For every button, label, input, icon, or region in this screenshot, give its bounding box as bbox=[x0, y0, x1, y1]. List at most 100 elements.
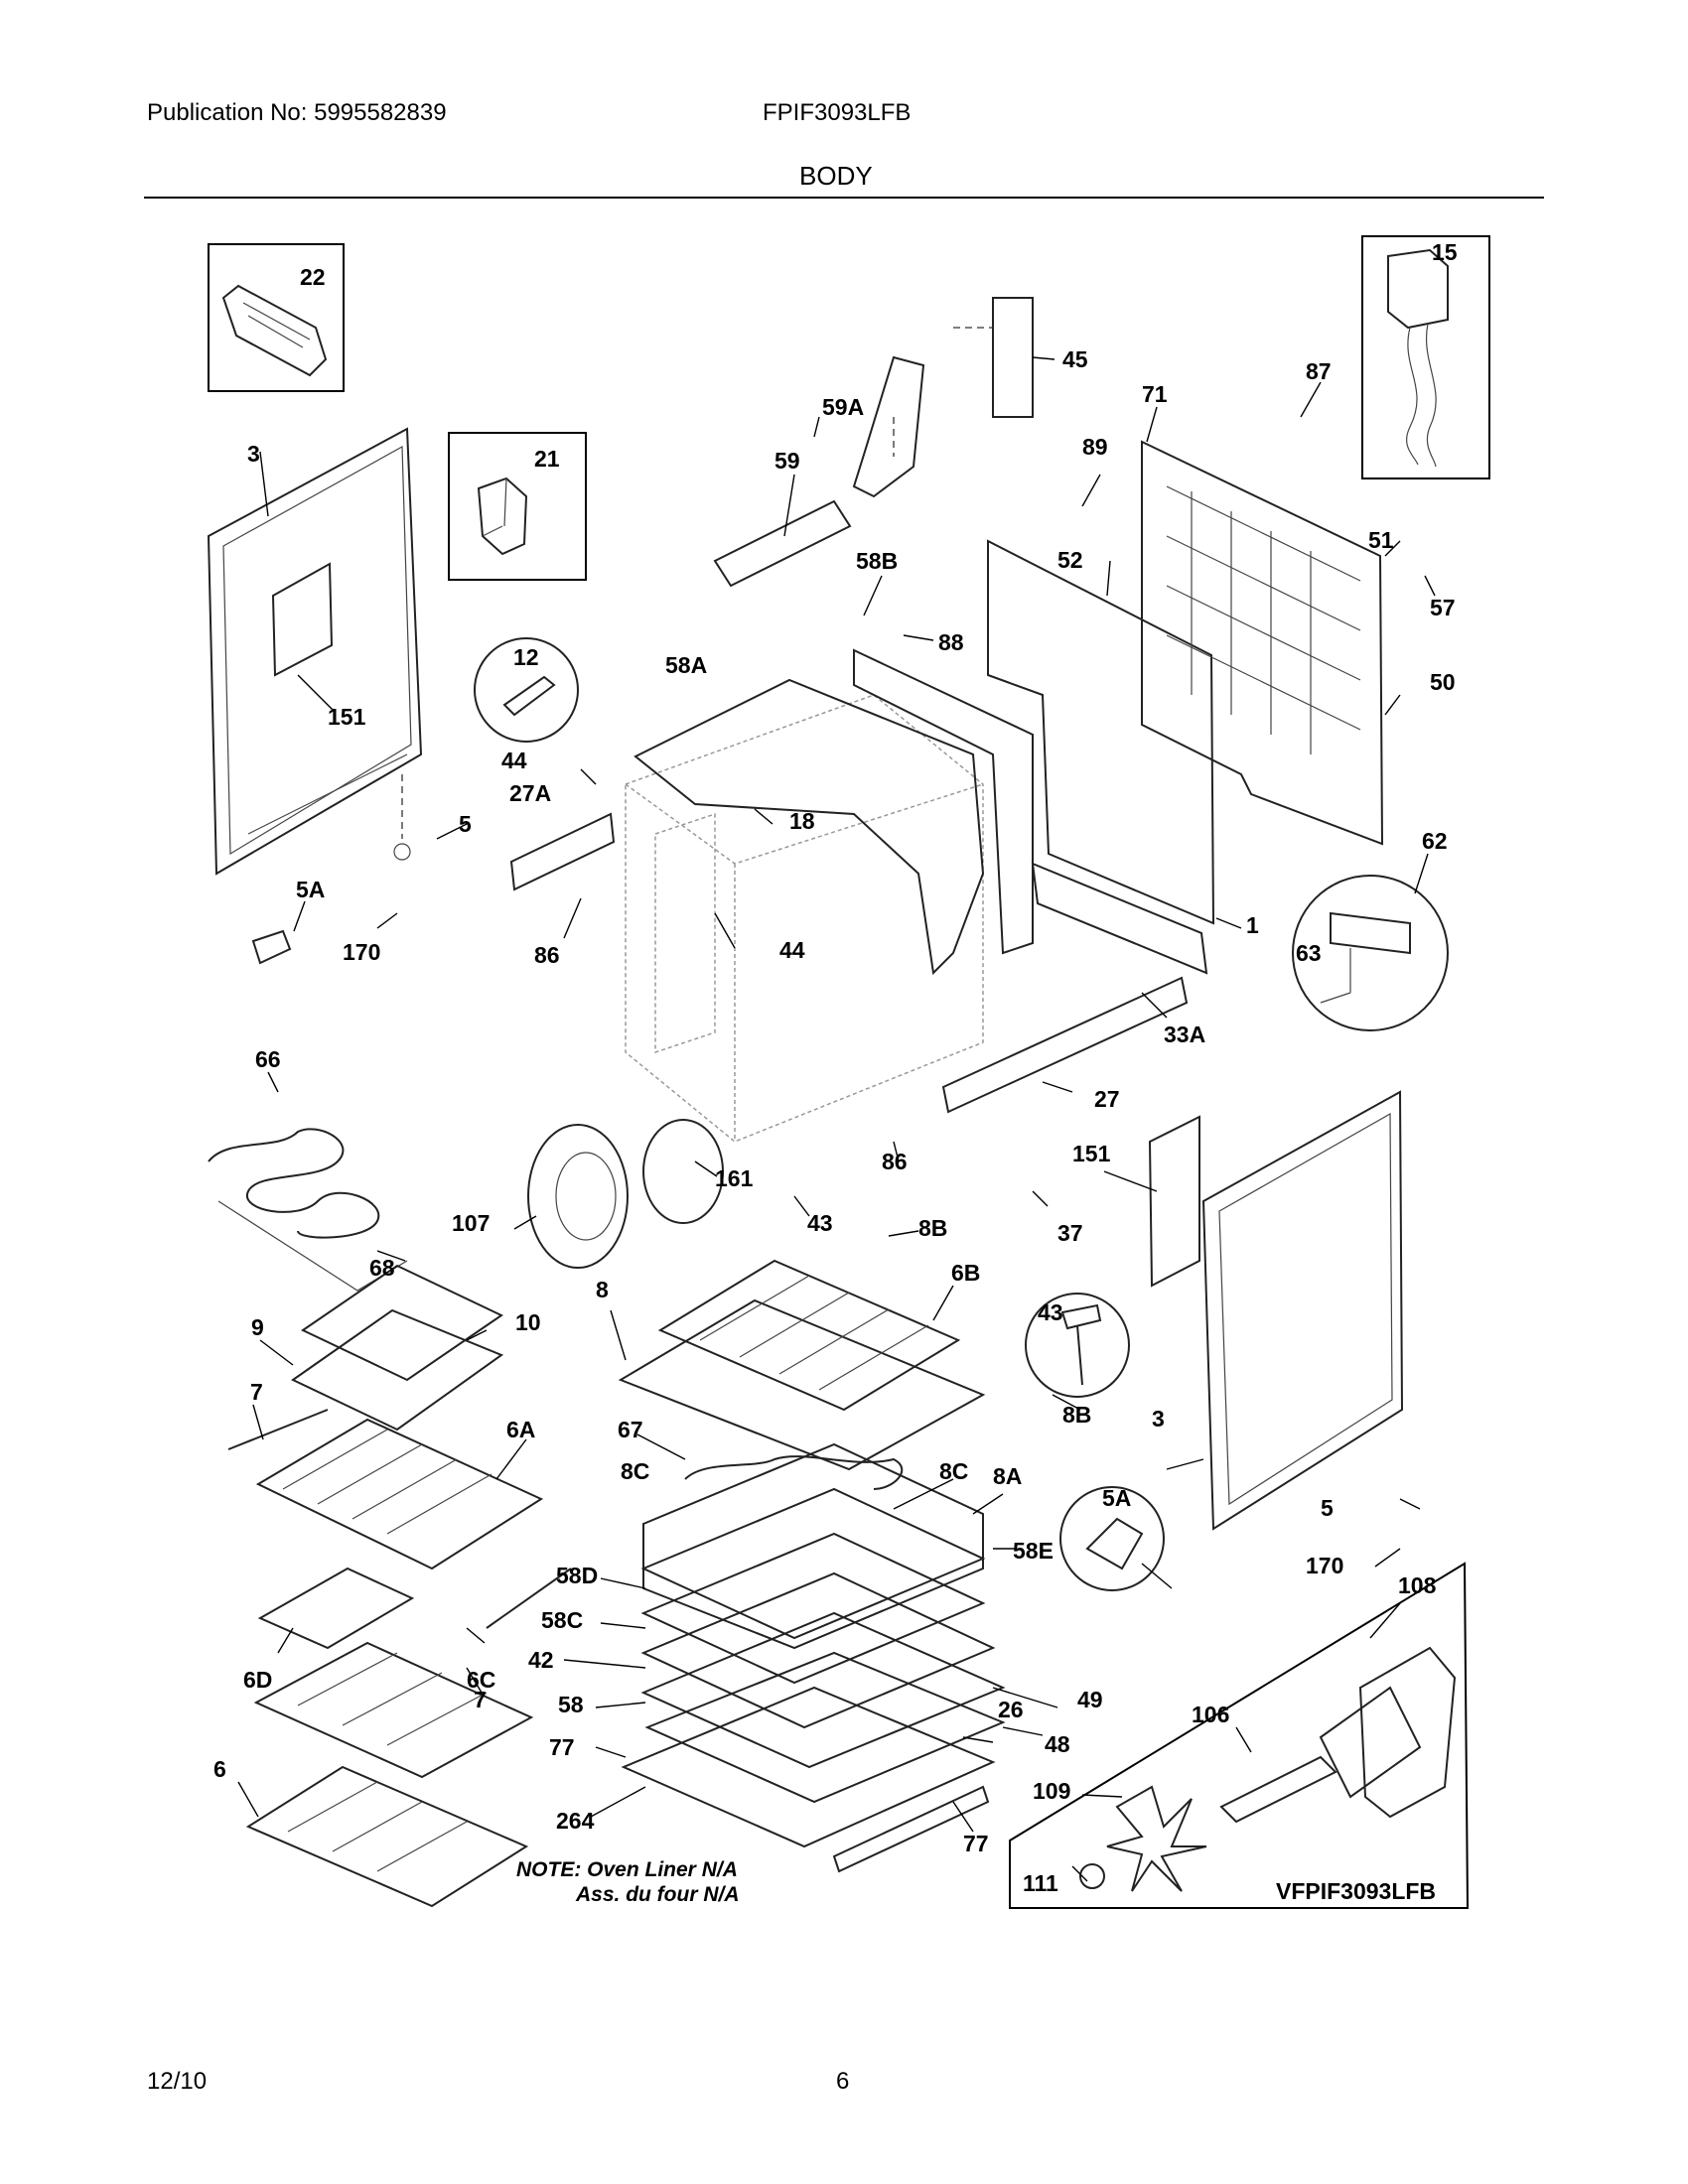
callout-8C-left: 8C bbox=[621, 1458, 649, 1484]
callout-151-right: 151 bbox=[1072, 1141, 1111, 1166]
callout-68: 68 bbox=[369, 1255, 395, 1281]
callout-59: 59 bbox=[774, 448, 800, 474]
inset-part-22 bbox=[208, 243, 345, 392]
callout-58C: 58C bbox=[541, 1607, 583, 1633]
callout-109: 109 bbox=[1033, 1778, 1070, 1804]
callout-62: 62 bbox=[1422, 828, 1448, 854]
callout-50: 50 bbox=[1430, 669, 1456, 695]
callout-45: 45 bbox=[1062, 346, 1088, 372]
callout-3-left: 3 bbox=[247, 441, 260, 467]
side-rails bbox=[509, 812, 1208, 1114]
broil-pan bbox=[291, 1264, 504, 1432]
callout-58E: 58E bbox=[1013, 1538, 1054, 1564]
publication-number: Publication No: 5995582839 bbox=[147, 99, 447, 126]
callout-5-left: 5 bbox=[459, 811, 472, 837]
callout-51: 51 bbox=[1368, 527, 1394, 553]
callout-58: 58 bbox=[558, 1692, 584, 1717]
callout-111: 111 bbox=[1023, 1870, 1058, 1896]
callout-8B-upper: 8B bbox=[918, 1215, 947, 1241]
callout-151-left: 151 bbox=[328, 704, 366, 730]
callout-10: 10 bbox=[515, 1309, 541, 1335]
callout-58D: 58D bbox=[556, 1563, 598, 1588]
note-line-1: NOTE: Oven Liner N/A bbox=[516, 1858, 738, 1881]
callout-87: 87 bbox=[1306, 358, 1332, 384]
callout-67: 67 bbox=[618, 1417, 643, 1442]
callout-33A: 33A bbox=[1164, 1022, 1205, 1047]
callout-161: 161 bbox=[715, 1165, 754, 1191]
model-number: FPIF3093LFB bbox=[763, 99, 912, 126]
callout-71: 71 bbox=[1142, 381, 1168, 407]
callout-5-right: 5 bbox=[1321, 1495, 1334, 1521]
callout-106: 106 bbox=[1192, 1702, 1229, 1727]
left-side-panel bbox=[207, 427, 423, 965]
callout-5A-left: 5A bbox=[296, 877, 325, 902]
header-rule bbox=[144, 197, 1544, 199]
callout-21: 21 bbox=[534, 446, 560, 472]
callout-59A: 59A bbox=[822, 394, 864, 420]
callout-107: 107 bbox=[452, 1210, 490, 1236]
callout-37: 37 bbox=[1057, 1220, 1083, 1246]
callout-labels: 22 21 15 3 151 5 5A 170 12 44 27A 86 58A… bbox=[213, 239, 1458, 1896]
callout-49: 49 bbox=[1077, 1687, 1103, 1712]
callout-22: 22 bbox=[300, 264, 326, 290]
callout-58A: 58A bbox=[665, 652, 707, 678]
callout-7-upper: 7 bbox=[250, 1379, 263, 1405]
callout-170-right: 170 bbox=[1306, 1553, 1343, 1578]
back-panels bbox=[987, 440, 1384, 925]
lower-drawer-stack bbox=[621, 1442, 1006, 1873]
callout-6C: 6C bbox=[467, 1667, 495, 1693]
inset-convection-fan bbox=[1009, 1562, 1470, 1909]
callout-15: 15 bbox=[1432, 239, 1458, 265]
inset-part-15 bbox=[1361, 235, 1490, 479]
callout-7-lower: 7 bbox=[474, 1687, 487, 1712]
inset-part-21 bbox=[448, 432, 587, 581]
callout-18: 18 bbox=[789, 808, 815, 834]
section-title: BODY bbox=[799, 161, 873, 191]
callout-6: 6 bbox=[213, 1756, 226, 1782]
oven-cavity-ghost bbox=[625, 694, 984, 1143]
footer-date: 12/10 bbox=[147, 2068, 208, 2095]
callout-170-left: 170 bbox=[343, 939, 380, 965]
callout-44-lower: 44 bbox=[779, 937, 805, 963]
callout-77-left: 77 bbox=[549, 1734, 575, 1760]
callout-44-upper: 44 bbox=[501, 748, 527, 773]
callout-8A: 8A bbox=[993, 1463, 1022, 1489]
callout-27: 27 bbox=[1094, 1086, 1120, 1112]
callout-1: 1 bbox=[1246, 912, 1259, 938]
callout-8C-right: 8C bbox=[939, 1458, 968, 1484]
callout-77-right: 77 bbox=[963, 1831, 989, 1856]
callout-43-small: 43 bbox=[807, 1210, 833, 1236]
callout-57: 57 bbox=[1430, 595, 1456, 620]
center-rack-tray bbox=[618, 1259, 986, 1471]
oven-racks-left bbox=[227, 1409, 572, 1908]
callout-264: 264 bbox=[556, 1808, 595, 1834]
inset-model-label: VFPIF3093LFB bbox=[1276, 1878, 1436, 1904]
callout-42: 42 bbox=[528, 1647, 554, 1673]
convection-parts bbox=[527, 1119, 724, 1269]
note-line-2: Ass. du four N/A bbox=[575, 1883, 740, 1906]
callout-8B-lower: 8B bbox=[1062, 1402, 1091, 1428]
callout-48: 48 bbox=[1045, 1731, 1070, 1757]
page-number: 6 bbox=[836, 2068, 850, 2095]
callout-58B: 58B bbox=[856, 548, 898, 574]
callout-66: 66 bbox=[255, 1046, 281, 1072]
insulation-blanket bbox=[633, 648, 1034, 976]
callout-3-right: 3 bbox=[1152, 1406, 1165, 1432]
right-side-panel bbox=[1148, 1090, 1404, 1531]
callout-9: 9 bbox=[251, 1314, 264, 1340]
callout-6B: 6B bbox=[951, 1260, 980, 1286]
callout-5A-circle: 5A bbox=[1102, 1485, 1131, 1511]
callout-43-circle: 43 bbox=[1038, 1299, 1063, 1325]
callout-52: 52 bbox=[1057, 547, 1083, 573]
callout-108: 108 bbox=[1398, 1572, 1437, 1598]
callout-6A: 6A bbox=[506, 1417, 535, 1442]
vent-ducts bbox=[713, 297, 1034, 588]
callout-26: 26 bbox=[998, 1697, 1024, 1722]
callout-8: 8 bbox=[596, 1277, 609, 1302]
callout-27A: 27A bbox=[509, 780, 551, 806]
callout-6D: 6D bbox=[243, 1667, 272, 1693]
callout-63: 63 bbox=[1296, 940, 1322, 966]
leader-lines bbox=[237, 356, 1436, 1882]
callout-12: 12 bbox=[513, 644, 539, 670]
